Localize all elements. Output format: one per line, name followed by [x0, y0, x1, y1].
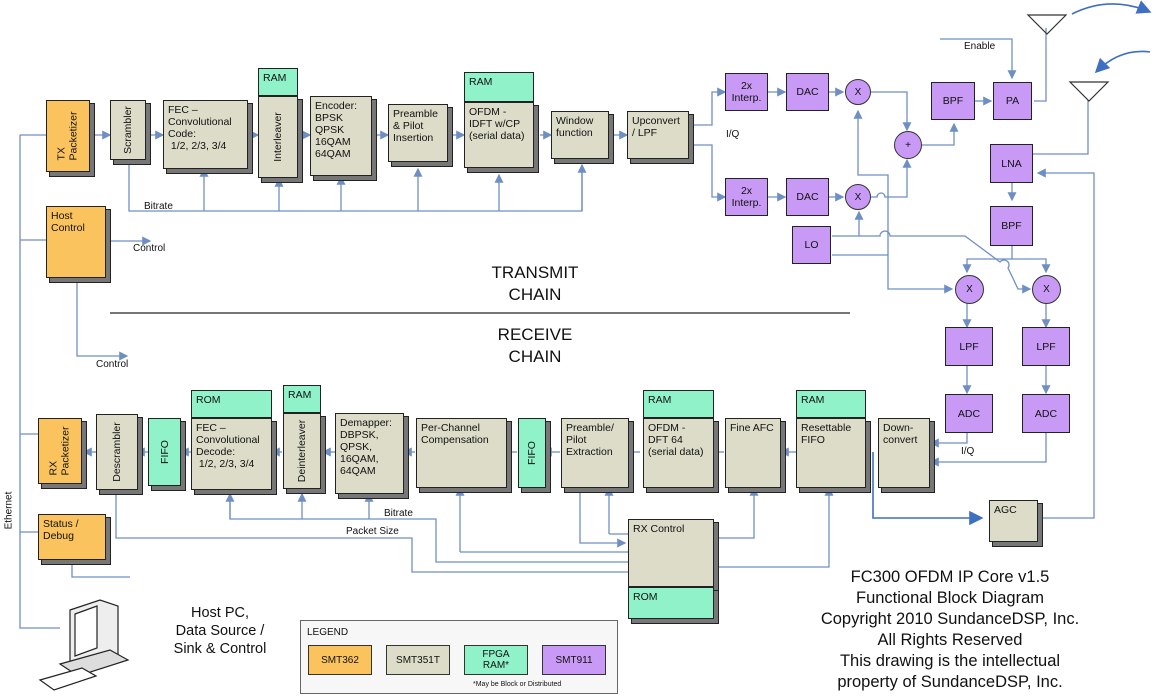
- dac-block-1[interactable]: DAC: [786, 73, 829, 111]
- legend: LEGEND SMT362 SMT351T FPGA RAM* SMT911 *…: [300, 620, 618, 694]
- rx-bpf-block[interactable]: BPF: [990, 206, 1033, 246]
- resettable-fifo-block[interactable]: Resettable FIFO: [796, 418, 866, 488]
- lo-block[interactable]: LO: [792, 226, 831, 264]
- tx-iq-label: I/Q: [726, 129, 740, 140]
- descrambler-block[interactable]: Descrambler: [96, 414, 138, 490]
- legend-title: LEGEND: [307, 627, 349, 638]
- interp-block-2[interactable]: 2x Interp.: [725, 178, 768, 216]
- legend-footnote: *May be Block or Distributed: [473, 681, 562, 688]
- demapper-block[interactable]: Demapper: DBPSK, QPSK, 16QAM, 64QAM: [335, 413, 404, 494]
- legend-smt911: SMT911: [542, 645, 606, 675]
- rx-packetizer-block[interactable]: RX Packetizer: [38, 418, 82, 484]
- host-control-block[interactable]: Host Control: [46, 206, 106, 278]
- rx-control-block[interactable]: RX Control: [628, 519, 714, 587]
- rx-control-rom-block[interactable]: ROM: [628, 587, 714, 619]
- legend-smt362: SMT362: [308, 645, 372, 675]
- interp-block-1[interactable]: 2x Interp.: [725, 73, 768, 111]
- rx-packetizer-label: RX Packetizer: [48, 426, 72, 476]
- host-pc-label: Host PC, Data Source / Sink & Control: [173, 605, 267, 657]
- interleaver-label: Interleaver: [272, 112, 285, 162]
- copyright-notice: FC300 OFDM IP Core v1.5 Functional Block…: [820, 568, 1080, 691]
- host-pc-icon: [38, 599, 130, 691]
- receive-chain-label: RECEIVE CHAIN: [497, 325, 573, 366]
- lpf-block-1[interactable]: LPF: [945, 327, 993, 366]
- rx-fifo-block-2[interactable]: FIFO: [518, 418, 546, 488]
- resettable-fifo-ram-block[interactable]: RAM: [796, 390, 866, 418]
- rx-fifo-block-1[interactable]: FIFO: [148, 418, 181, 486]
- pa-block[interactable]: PA: [993, 82, 1032, 120]
- tx-mixer-i[interactable]: X: [845, 79, 871, 105]
- control-label-1: Control: [133, 243, 166, 254]
- tx-packetizer-block[interactable]: TX Packetizer: [46, 100, 90, 172]
- summer[interactable]: +: [894, 131, 922, 159]
- fifo-label-2: FIFO: [525, 441, 538, 465]
- tx-ofdm-block[interactable]: OFDM - IDFT w/CP (serial data): [464, 102, 534, 168]
- per-channel-compensation-block[interactable]: Per-Channel Compensation: [416, 418, 507, 488]
- fifo-label-1: FIFO: [158, 440, 171, 464]
- antenna-icons: [1026, 14, 1110, 102]
- encoder-block[interactable]: Encoder: BPSK QPSK 16QAM 64QAM: [310, 96, 372, 176]
- adc-block-2[interactable]: ADC: [1022, 394, 1070, 433]
- ethernet-bus: [19, 135, 60, 629]
- rx-ofdm-ram-block[interactable]: RAM: [643, 390, 714, 418]
- deinterleaver-block[interactable]: Deinterleaver: [283, 413, 321, 489]
- lpf-block-2[interactable]: LPF: [1022, 327, 1070, 366]
- packet-size-label: Packet Size: [346, 526, 399, 537]
- rx-mixer-q[interactable]: X: [1032, 275, 1061, 304]
- rx-bitrate-label: Bitrate: [384, 508, 413, 519]
- lna-block[interactable]: LNA: [990, 144, 1033, 183]
- scrambler-block[interactable]: Scrambler: [110, 100, 146, 160]
- legend-fpga-ram: FPGA RAM*: [464, 645, 528, 675]
- tx-ofdm-ram-block[interactable]: RAM: [464, 72, 534, 102]
- ethernet-label: Ethernet: [3, 491, 15, 530]
- adc-block-1[interactable]: ADC: [945, 394, 993, 433]
- deinterleaver-label: Deinterleaver: [296, 419, 309, 483]
- tx-bitrate-label: Bitrate: [144, 201, 173, 212]
- dac-block-2[interactable]: DAC: [786, 178, 829, 216]
- downconvert-block[interactable]: Down- convert: [878, 418, 930, 488]
- upconvert-block[interactable]: Upconvert / LPF: [627, 111, 689, 159]
- fine-afc-block[interactable]: Fine AFC: [725, 418, 781, 488]
- scrambler-label: Scrambler: [122, 106, 135, 154]
- interleaver-ram-block[interactable]: RAM: [258, 68, 298, 96]
- control-label-2: Control: [96, 359, 129, 370]
- rx-mixer-i[interactable]: X: [955, 275, 984, 304]
- window-function-block[interactable]: Window function: [551, 111, 609, 159]
- rx-fec-rom-block[interactable]: ROM: [191, 390, 272, 418]
- deinterleaver-ram-block[interactable]: RAM: [283, 385, 321, 413]
- rx-ofdm-block[interactable]: OFDM - DFT 64 (serial data): [643, 418, 714, 488]
- descrambler-label: Descrambler: [111, 422, 124, 482]
- tx-fec-block[interactable]: FEC – Convolutional Code: 1/2, 2/3, 3/4: [163, 100, 248, 169]
- enable-label: Enable: [964, 41, 996, 52]
- tx-bpf-block[interactable]: BPF: [931, 82, 975, 120]
- status-debug-block[interactable]: Status / Debug: [38, 514, 106, 560]
- tx-preamble-block[interactable]: Preamble & Pilot Insertion: [388, 104, 448, 162]
- tx-mixer-q[interactable]: X: [845, 184, 871, 210]
- agc-block[interactable]: AGC: [989, 500, 1038, 542]
- tx-packetizer-label: TX Packetizer: [56, 111, 80, 161]
- rx-preamble-block[interactable]: Preamble/ Pilot Extraction: [561, 418, 629, 488]
- legend-smt351t: SMT351T: [386, 645, 450, 675]
- rx-fec-block[interactable]: FEC – Convolutional Decode: 1/2, 2/3, 3/…: [191, 418, 272, 490]
- transmit-chain-label: TRANSMIT CHAIN: [491, 263, 579, 304]
- rx-iq-label: I/Q: [961, 446, 975, 457]
- interleaver-block[interactable]: Interleaver: [258, 96, 298, 178]
